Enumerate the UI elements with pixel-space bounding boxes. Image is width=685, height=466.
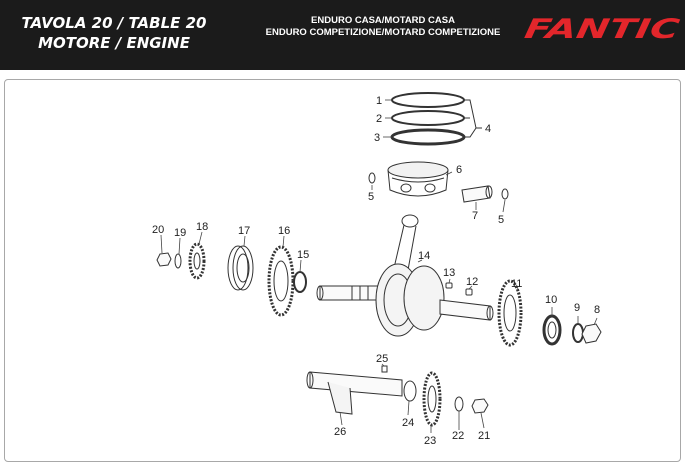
- crankshaft: [316, 263, 494, 337]
- callout-19: 19: [174, 227, 186, 239]
- callout-11: 11: [511, 278, 522, 290]
- bearing-24: [403, 380, 417, 402]
- callout-25: 25: [376, 353, 388, 365]
- header-bar: TAVOLA 20 / TABLE 20 MOTORE / ENGINE END…: [0, 0, 685, 70]
- callout-26: 26: [334, 426, 346, 438]
- fantic-logo: FANTIC: [522, 14, 681, 44]
- callout-21: 21: [478, 430, 490, 442]
- callout-9: 9: [574, 302, 580, 314]
- washer-9: [572, 323, 584, 343]
- key-13: [445, 282, 453, 289]
- callout-1: 1: [376, 95, 382, 107]
- key-12: [465, 288, 473, 296]
- washer-19: [174, 253, 182, 269]
- circlip-right: [501, 188, 509, 200]
- gear-18: [188, 242, 206, 280]
- callout-16: 16: [278, 225, 290, 237]
- circlip-left: [368, 172, 376, 184]
- callout-24: 24: [402, 417, 414, 429]
- piston-ring-1: [391, 92, 465, 108]
- callout-17: 17: [238, 225, 250, 237]
- callout-20: 20: [152, 224, 164, 236]
- callout-18: 18: [196, 221, 208, 233]
- ring-set-bracket: [464, 99, 477, 138]
- callout-15: 15: [297, 249, 309, 261]
- callout-5-left: 5: [368, 191, 374, 203]
- bearing-10: [542, 314, 562, 346]
- gear-23: [422, 371, 442, 427]
- callout-14: 14: [418, 250, 430, 262]
- callout-10: 10: [545, 294, 557, 306]
- diagram-frame: [4, 79, 681, 462]
- callout-13: 13: [443, 267, 455, 279]
- nut-21: [471, 398, 489, 414]
- bearing-17: [227, 245, 254, 291]
- model-line-2: ENDURO COMPETIZIONE/MOTARD COMPETIZIONE: [265, 27, 501, 38]
- piston-ring-2: [391, 110, 465, 126]
- nut-8: [581, 323, 602, 344]
- gear-16: [267, 245, 295, 317]
- piston-ring-3: [390, 128, 466, 146]
- piston: [387, 161, 449, 197]
- washer-15: [293, 271, 307, 293]
- callout-2: 2: [376, 113, 382, 125]
- gear-11: [497, 279, 523, 347]
- model-line-1: ENDURO CASA/MOTARD CASA: [311, 15, 455, 26]
- table-title: TAVOLA 20 / TABLE 20: [21, 14, 207, 32]
- piston-pin: [461, 185, 493, 203]
- callout-6: 6: [456, 164, 462, 176]
- section-title: MOTORE / ENGINE: [38, 34, 190, 52]
- brand-wordmark: FANTIC: [522, 14, 681, 44]
- callout-23: 23: [424, 435, 436, 447]
- callout-4: 4: [485, 123, 491, 135]
- nut-20: [156, 252, 172, 267]
- callout-8: 8: [594, 304, 600, 316]
- callout-7: 7: [472, 210, 478, 222]
- callout-22: 22: [452, 430, 464, 442]
- callout-12: 12: [466, 276, 478, 288]
- callout-5-right: 5: [498, 214, 504, 226]
- callout-3: 3: [374, 132, 380, 144]
- key-25: [381, 365, 388, 373]
- balance-shaft: [306, 371, 403, 415]
- washer-22: [454, 396, 464, 412]
